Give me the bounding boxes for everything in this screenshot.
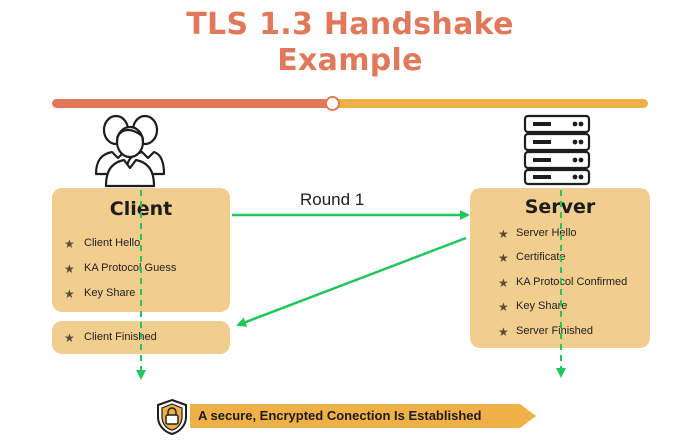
- client-label: Client: [109, 198, 173, 220]
- star-icon: ★: [64, 262, 75, 276]
- star-icon: ★: [498, 251, 509, 265]
- star-icon: ★: [64, 287, 75, 301]
- shield-lock-icon: [157, 398, 187, 436]
- client-item-hello: Client Hello: [84, 237, 141, 249]
- server-icon: [523, 114, 591, 186]
- star-icon: ★: [498, 276, 509, 290]
- title-line-2: Example: [277, 43, 423, 78]
- round-label: Round 1: [300, 190, 365, 209]
- client-item-finished: Client Finished: [84, 331, 157, 343]
- client-item-key-share: Key Share: [84, 287, 136, 299]
- star-icon: ★: [498, 325, 509, 339]
- star-icon: ★: [498, 227, 509, 241]
- title-line-1: TLS 1.3 Handshake: [186, 7, 514, 42]
- progress-bar-left: [52, 99, 334, 108]
- star-icon: ★: [498, 300, 509, 314]
- server-item-ka-confirmed: KA Protocol Confirmed: [516, 276, 628, 288]
- server-item-key-share: Key Share: [516, 300, 568, 312]
- server-to-client-arrow: [236, 236, 467, 327]
- progress-knob: [325, 96, 340, 111]
- footer-text: A secure, Encrypted Conection Is Establi…: [198, 408, 482, 423]
- star-icon: ★: [64, 331, 75, 345]
- client-item-ka-guess: KA Protocol Guess: [84, 262, 177, 274]
- server-item-certificate: Certificate: [516, 251, 566, 263]
- star-icon: ★: [64, 237, 75, 251]
- footer-banner: [190, 404, 536, 428]
- progress-bar-right: [328, 99, 648, 108]
- users-icon: [94, 114, 166, 188]
- server-item-finished: Server Finished: [516, 325, 594, 337]
